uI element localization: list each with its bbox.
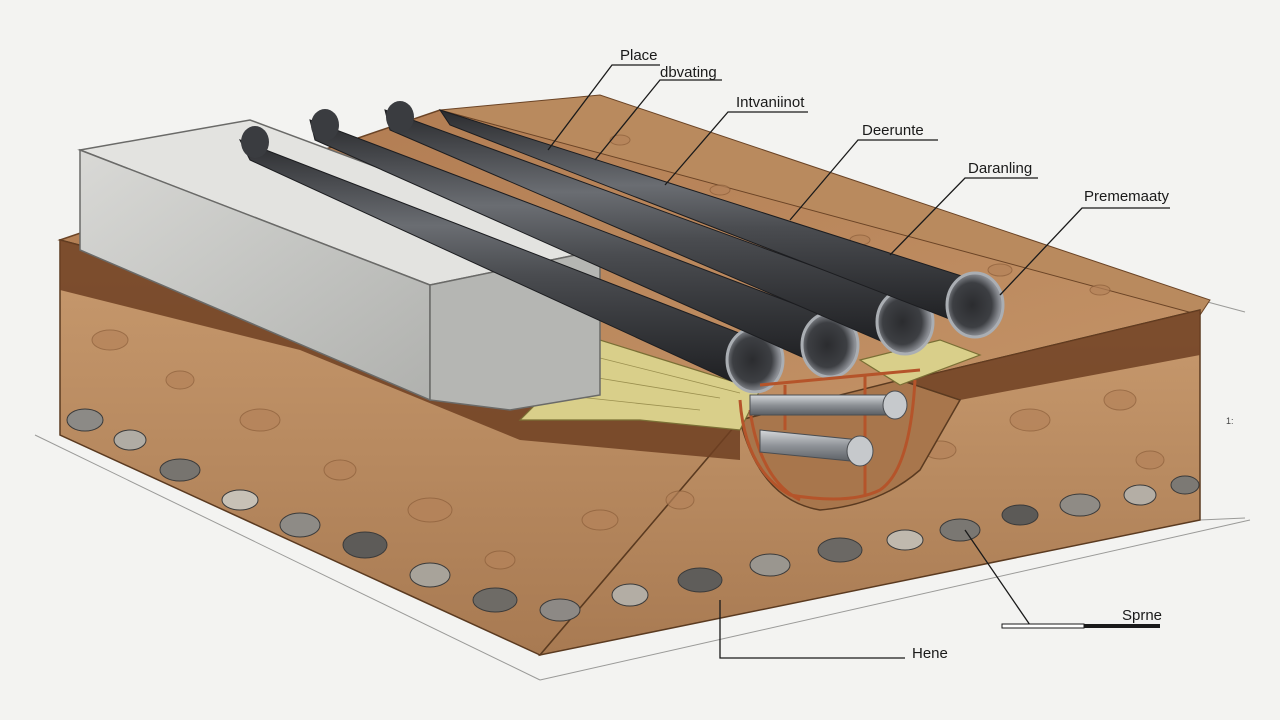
large-pipe-1 xyxy=(238,126,785,394)
large-pipe-3 xyxy=(384,101,935,356)
callout-label-sprne: Sprne xyxy=(1122,607,1162,624)
large-pipe-4 xyxy=(438,109,1005,339)
callout-label-daranling: Daranling xyxy=(968,160,1032,177)
callout-label-hene: Hene xyxy=(912,645,948,662)
callout-label-deerunte: Deerunte xyxy=(862,122,924,139)
large-pipe-2 xyxy=(309,109,860,379)
small-metal-pipe-lower xyxy=(759,429,874,467)
callout-label-intvaniinot: Intvaniinot xyxy=(736,94,805,111)
soil-top-right xyxy=(439,94,1211,316)
gravel-layer xyxy=(66,408,1200,622)
small-metal-pipe-upper xyxy=(749,390,908,420)
callout-label-dbvating: dbvating xyxy=(660,64,717,81)
scale-bar xyxy=(1001,623,1160,629)
callout-label-place: Place xyxy=(620,47,658,64)
dimension-marker: 1: xyxy=(1226,416,1234,426)
callout-label-prememaaty: Prememaaty xyxy=(1084,188,1170,205)
